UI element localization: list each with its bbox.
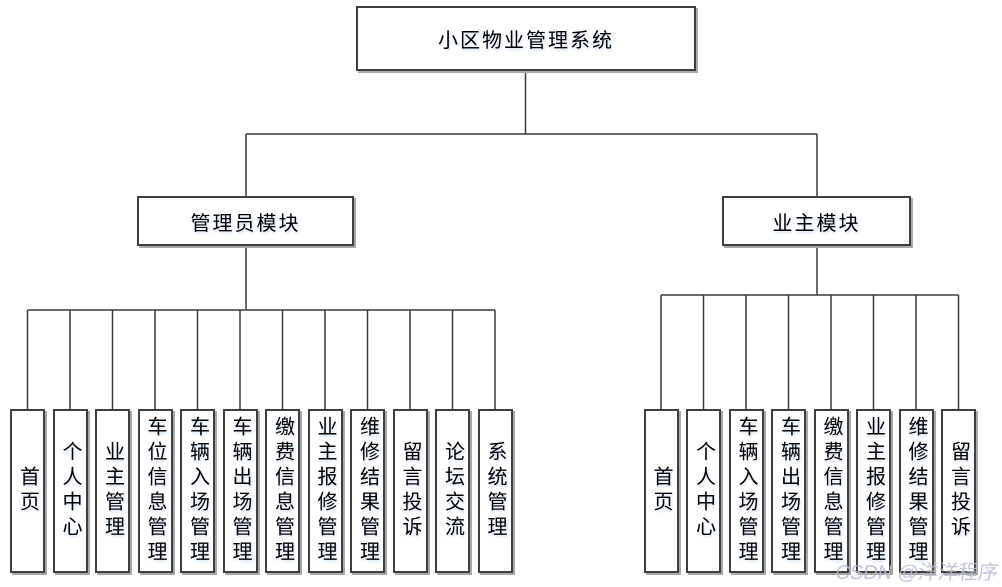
node-owner-module: 业主模块 — [722, 196, 911, 246]
node-admin-personal-center: 个人中心 — [52, 409, 88, 573]
node-admin-module: 管理员模块 — [137, 196, 354, 246]
node-admin-repair-result: 维修结果管理 — [350, 409, 385, 573]
node-owner-home: 首页 — [643, 409, 679, 573]
node-admin-forum: 论坛交流 — [435, 409, 470, 573]
node-owner-repair-request: 业主报修管理 — [856, 409, 891, 573]
node-owner-vehicle-exit: 车辆出场管理 — [771, 409, 806, 573]
node-owner-payment-info: 缴费信息管理 — [813, 409, 849, 573]
node-admin-owner-management: 业主管理 — [95, 409, 130, 573]
node-admin-repair-request: 业主报修管理 — [307, 409, 343, 573]
node-admin-vehicle-entry: 车辆入场管理 — [180, 409, 215, 573]
node-owner-repair-result: 维修结果管理 — [898, 409, 934, 573]
node-system-root: 小区物业管理系统 — [356, 6, 696, 71]
node-admin-home: 首页 — [10, 409, 45, 573]
node-owner-vehicle-entry: 车辆入场管理 — [728, 409, 764, 573]
node-admin-system-management: 系统管理 — [477, 409, 513, 573]
node-admin-payment-info: 缴费信息管理 — [265, 409, 300, 573]
node-admin-message-complaint: 留言投诉 — [392, 409, 428, 573]
node-admin-vehicle-exit: 车辆出场管理 — [222, 409, 258, 573]
node-owner-personal-center: 个人中心 — [686, 409, 721, 573]
node-admin-parking-info: 车位信息管理 — [137, 409, 173, 573]
node-owner-message-complaint: 留言投诉 — [941, 409, 976, 573]
csdn-watermark: CSDN @洋洋程序 — [834, 562, 1000, 584]
